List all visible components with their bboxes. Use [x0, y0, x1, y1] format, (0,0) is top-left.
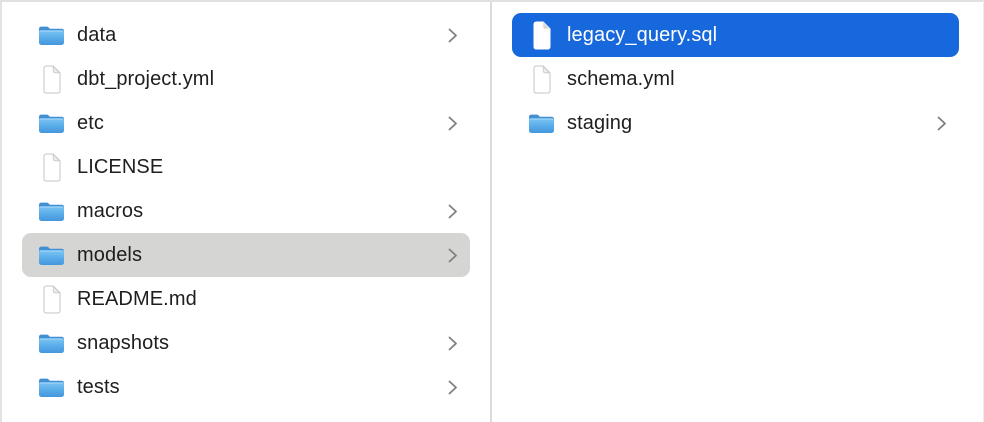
folder-icon-wrap: [38, 21, 65, 50]
chevron-right: [447, 27, 460, 44]
item-label: dbt_project.yml: [77, 67, 215, 90]
chevron-right: [447, 115, 460, 132]
finder-item-etc[interactable]: etc: [22, 101, 470, 145]
finder-item-staging[interactable]: staging: [512, 101, 959, 145]
chevron-right-icon: [448, 28, 457, 42]
folder-icon: [39, 378, 64, 397]
document-icon-wrap: [38, 284, 65, 314]
item-label: LICENSE: [77, 155, 164, 178]
document-icon: [533, 20, 551, 49]
item-label: etc: [77, 111, 104, 134]
item-label: legacy_query.sql: [567, 23, 718, 46]
chevron-right: [447, 335, 460, 352]
item-label: snapshots: [77, 331, 170, 354]
finder-item-macros[interactable]: macros: [22, 189, 470, 233]
document-icon-wrap: [528, 20, 555, 50]
item-label: schema.yml: [567, 67, 675, 90]
finder-item-data[interactable]: data: [22, 13, 470, 57]
chevron-right: [447, 247, 460, 264]
finder-item-license[interactable]: LICENSE: [22, 145, 470, 189]
document-icon-wrap: [38, 152, 65, 182]
item-label: staging: [567, 111, 633, 134]
chevron-right-icon: [448, 336, 457, 350]
document-icon-wrap: [528, 64, 555, 94]
folder-icon: [39, 334, 64, 353]
folder-icon: [529, 114, 554, 133]
chevron-right: [447, 379, 460, 396]
folder-icon-wrap: [38, 329, 65, 358]
file-column-right: legacy_query.sql schema.yml staging: [492, 2, 983, 422]
document-icon-wrap: [38, 64, 65, 94]
finder-item-schema-yml[interactable]: schema.yml: [512, 57, 959, 101]
folder-icon-wrap: [38, 373, 65, 402]
chevron-right: [447, 203, 460, 220]
chevron-right-icon: [448, 248, 457, 262]
folder-icon: [39, 114, 64, 133]
item-label: data: [77, 23, 117, 46]
chevron-right-icon: [937, 116, 946, 130]
finder-item-legacy-query-sql[interactable]: legacy_query.sql: [512, 13, 959, 57]
column-divider[interactable]: [490, 2, 492, 422]
folder-icon-wrap: [38, 109, 65, 138]
chevron-right-icon: [448, 116, 457, 130]
document-icon: [43, 284, 61, 313]
finder-item-tests[interactable]: tests: [22, 365, 470, 409]
item-label: macros: [77, 199, 144, 222]
document-icon: [43, 64, 61, 93]
item-label: tests: [77, 375, 120, 398]
folder-icon: [39, 246, 64, 265]
folder-icon-wrap: [528, 109, 555, 138]
chevron-right: [936, 115, 949, 132]
folder-icon-wrap: [38, 197, 65, 226]
item-label: README.md: [77, 287, 197, 310]
folder-icon-wrap: [38, 241, 65, 270]
finder-item-models[interactable]: models: [22, 233, 470, 277]
finder-item-snapshots[interactable]: snapshots: [22, 321, 470, 365]
finder-item-dbt-project-yml[interactable]: dbt_project.yml: [22, 57, 470, 101]
document-icon: [533, 64, 551, 93]
item-label: models: [77, 243, 143, 266]
folder-icon: [39, 26, 64, 45]
finder-item-readme-md[interactable]: README.md: [22, 277, 470, 321]
chevron-right-icon: [448, 204, 457, 218]
folder-icon: [39, 202, 64, 221]
document-icon: [43, 152, 61, 181]
chevron-right-icon: [448, 380, 457, 394]
